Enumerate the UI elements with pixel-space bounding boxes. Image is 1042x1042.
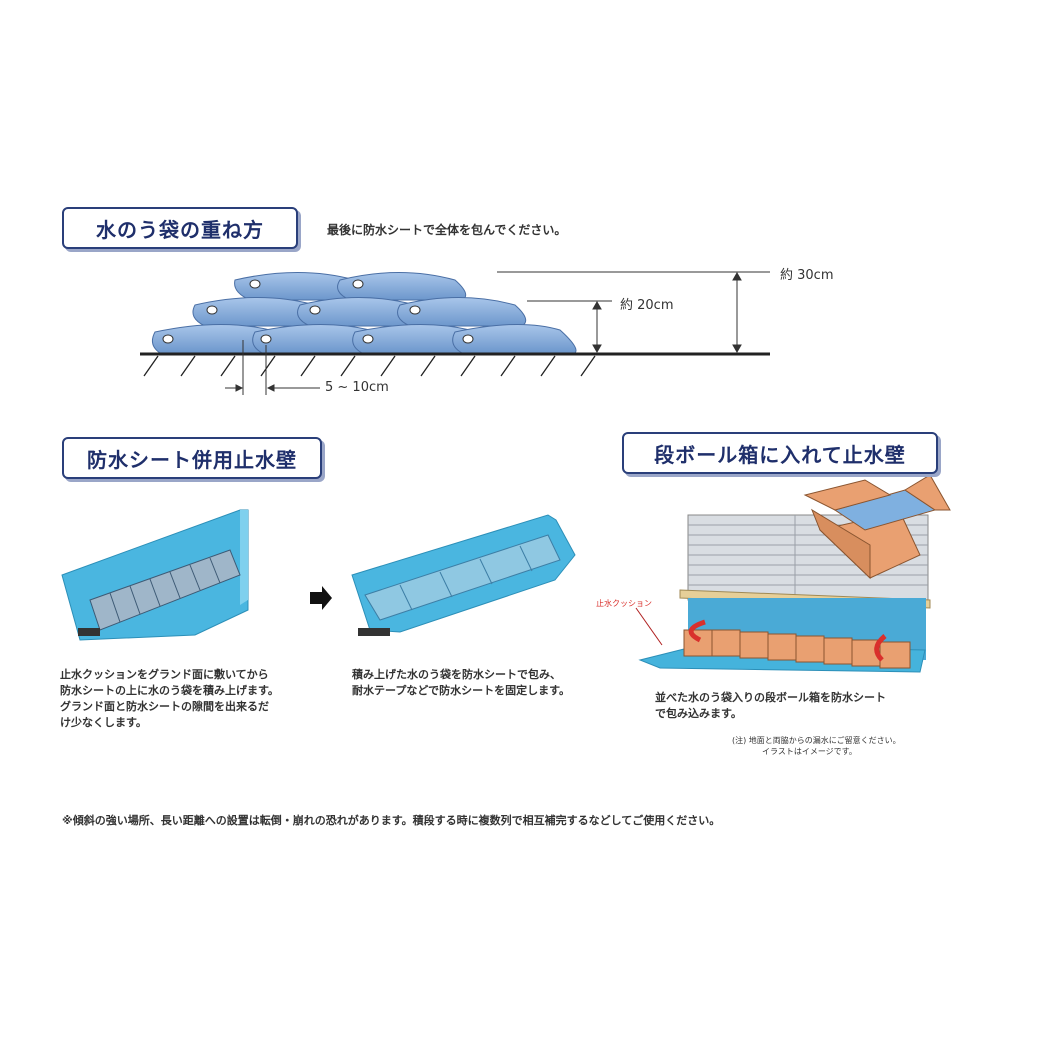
footer-warning: ※傾斜の強い場所、長い距離への設置は転倒・崩れの恐れがあります。積段する時に複数… bbox=[62, 814, 721, 827]
dimension-20cm: 約 20cm bbox=[620, 298, 674, 313]
step1-line: け少なくします。 bbox=[60, 716, 147, 729]
arrow-right-icon bbox=[310, 586, 332, 610]
note-line: イラストはイメージです。 bbox=[762, 747, 857, 756]
cardboard-line: 並べた水のう袋入りの段ボール箱を防水シート bbox=[655, 691, 886, 704]
cardboard-wall-illustration bbox=[635, 474, 951, 673]
step2-illustration bbox=[351, 514, 576, 636]
sandbag-row-top bbox=[151, 272, 577, 354]
stacking-instruction: 最後に防水シートで全体を包んでください。 bbox=[327, 223, 567, 237]
note-line: (注) 地面と両脇からの漏水にご留意ください。 bbox=[732, 736, 901, 745]
step2-text: 積み上げた水のう袋を防水シートで包み、 耐水テープなどで防水シートを固定します。 bbox=[352, 667, 570, 699]
dimension-gap: 5 ~ 10cm bbox=[325, 380, 389, 395]
section-title-sheet-wall: 防水シート併用止水壁 bbox=[62, 437, 322, 479]
cardboard-box-open bbox=[803, 474, 951, 580]
section-title-cardboard-wall: 段ボール箱に入れて止水壁 bbox=[622, 432, 938, 474]
step2-line: 耐水テープなどで防水シートを固定します。 bbox=[352, 684, 571, 697]
dimension-30cm: 約 30cm bbox=[780, 268, 834, 283]
section-title-stacking: 水のう袋の重ね方 bbox=[62, 207, 298, 249]
step2-line: 積み上げた水のう袋を防水シートで包み、 bbox=[352, 668, 561, 681]
step1-illustration bbox=[61, 509, 249, 641]
step1-line: グランド面と防水シートの隙間を出来るだ bbox=[60, 700, 269, 713]
step1-line: 止水クッションをグランド面に敷いてから bbox=[60, 668, 269, 681]
cardboard-text: 並べた水のう袋入りの段ボール箱を防水シート で包み込みます。 bbox=[655, 690, 886, 722]
illustration-note: (注) 地面と両脇からの漏水にご留意ください。 イラストはイメージです。 bbox=[732, 735, 901, 757]
cardboard-line: で包み込みます。 bbox=[655, 707, 742, 720]
step1-text: 止水クッションをグランド面に敷いてから 防水シートの上に水のう袋を積み上げます。… bbox=[60, 667, 279, 731]
callout-stop-cushion: 止水クッション bbox=[596, 599, 652, 608]
step1-line: 防水シートの上に水のう袋を積み上げます。 bbox=[60, 684, 279, 697]
